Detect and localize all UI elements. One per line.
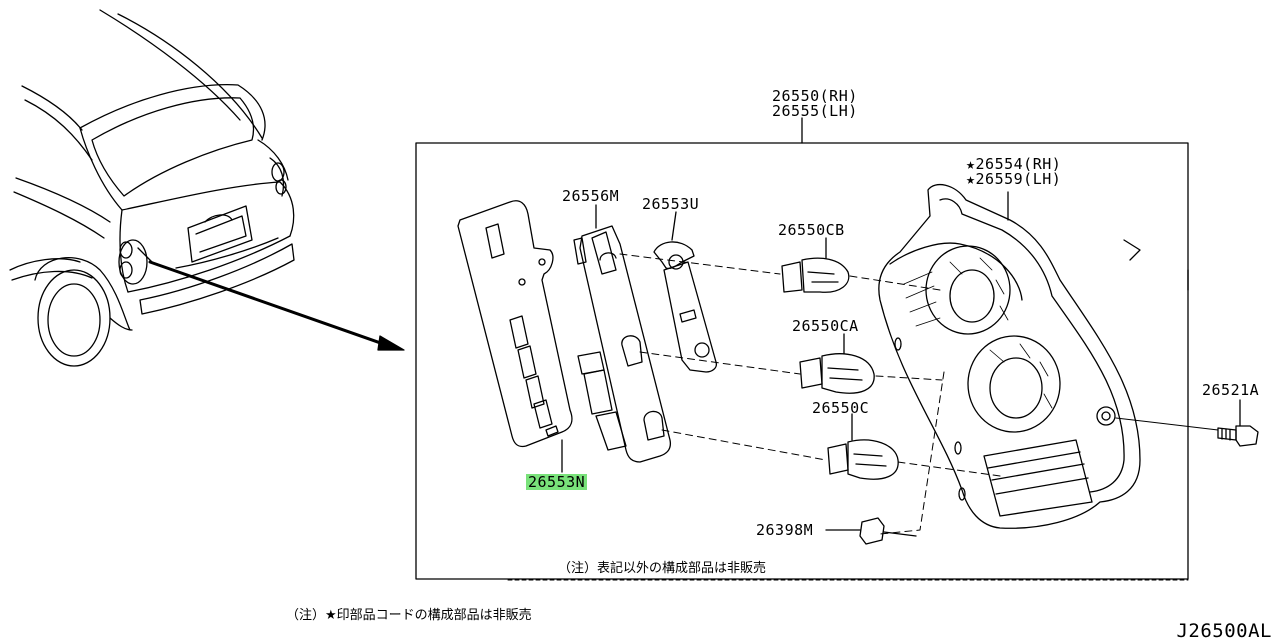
- screw-26521a: [1217, 399, 1259, 447]
- clip-26398m: [825, 517, 917, 545]
- inner-note: （注）表記以外の構成部品は非販売: [558, 561, 767, 576]
- direction-arrow: [148, 260, 405, 351]
- label-26553n-highlighted[interactable]: 26553N: [526, 473, 588, 491]
- label-26550cb: 26550CB: [778, 221, 845, 239]
- leader-lines: [619, 253, 1001, 535]
- bracket-26553u: [653, 211, 718, 373]
- outer-note: （注）★印部品コードの構成部品は非販売: [286, 608, 532, 623]
- label-26556m: 26556M: [562, 187, 620, 205]
- bulb-holder-26556m: [573, 204, 672, 463]
- bulb-26550ca: [799, 333, 875, 394]
- label-26550c: 26550C: [812, 399, 870, 417]
- label-26550ca: 26550CA: [792, 317, 859, 335]
- label-assembly-lh: 26555(LH): [772, 102, 858, 120]
- diagram-code: J26500AL: [1176, 620, 1272, 642]
- label-26398m: 26398M: [756, 521, 814, 539]
- label-lens-rh: ★26554(RH): [966, 155, 1062, 173]
- lamp-lens-26554: [878, 183, 1141, 529]
- car-rear-illustration: [9, 9, 295, 367]
- bulb-26550cb: [781, 237, 850, 293]
- gasket-26553n: [457, 200, 573, 473]
- label-assembly-rh: 26550(RH): [772, 87, 858, 105]
- label-26553u: 26553U: [642, 195, 700, 213]
- label-26521a: 26521A: [1202, 381, 1260, 399]
- label-lens-lh: ★26559(LH): [966, 170, 1062, 188]
- bulb-26550c: [827, 413, 899, 480]
